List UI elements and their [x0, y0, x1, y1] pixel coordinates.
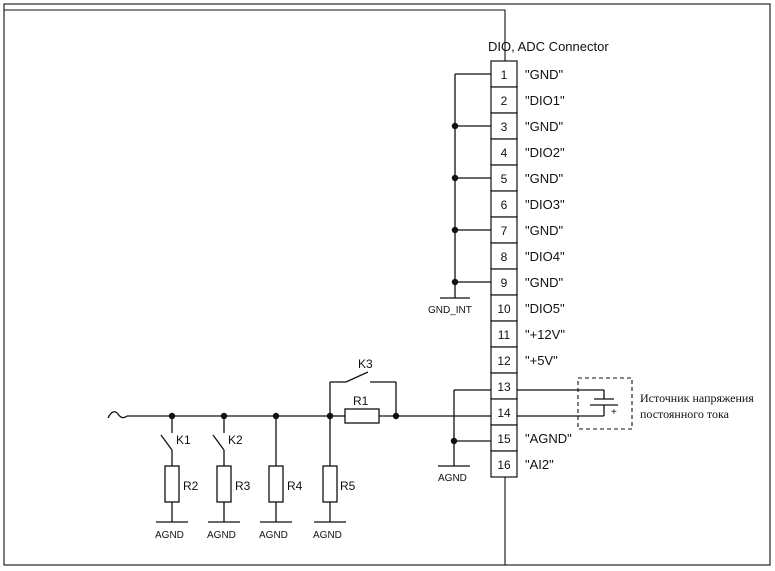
- device-enclosure: [4, 9, 506, 565]
- plus-sign: +: [611, 407, 617, 418]
- pin-number: 12: [497, 354, 511, 368]
- agnd-label: AGND: [207, 530, 236, 541]
- pin-label: "DIO4": [525, 249, 565, 264]
- input-bus: [107, 411, 491, 420]
- r3-label: R3: [235, 479, 251, 493]
- connector-pin: 12 "+5V": [490, 346, 558, 374]
- pin-number: 8: [501, 250, 508, 264]
- resistor-r1: R1: [330, 394, 396, 424]
- pin-number: 5: [501, 172, 508, 186]
- connector-pin: 5 "GND": [490, 164, 564, 192]
- pin-number: 7: [501, 224, 508, 238]
- pin-cell: [490, 320, 518, 348]
- gnd-bus: GND_INT: [428, 73, 491, 316]
- connector-pin: 9 "GND": [490, 268, 564, 296]
- pin-number: 11: [498, 328, 511, 342]
- connector-pins: 1 "GND" 2 "DIO1" 3 "GND" 4 "DIO2" 5 "GND" 6 "DIO3" 7…: [490, 60, 572, 478]
- r1-label: R1: [353, 394, 369, 408]
- dc-voltage-source: + Источник напряжения постоянного тока: [517, 377, 754, 430]
- agnd-link: AGND: [438, 389, 491, 484]
- connector-title: DIO, ADC Connector: [488, 39, 609, 54]
- pin-number: 4: [501, 146, 508, 160]
- pin-label: "DIO1": [525, 93, 565, 108]
- k2-label: K2: [228, 433, 243, 447]
- pin-label: "DIO2": [525, 145, 565, 160]
- pin-label: "GND": [525, 171, 564, 186]
- junction-dot: [450, 437, 458, 445]
- connector-pin: 8 "DIO4": [490, 242, 565, 270]
- k3-label: K3: [358, 357, 373, 371]
- break-symbol: [107, 411, 128, 419]
- connector-pin: 7 "GND": [490, 216, 564, 244]
- branch-r5: R5 AGND: [313, 416, 356, 541]
- pin-cell: [490, 294, 518, 322]
- pin-cell: [490, 346, 518, 374]
- pin-cell: [490, 190, 518, 218]
- connector-pin: 2 "DIO1": [490, 86, 565, 114]
- pin-cell: [490, 450, 518, 478]
- connector-pin: 6 "DIO3": [490, 190, 565, 218]
- pin-cell: [490, 242, 518, 270]
- connector-pin: 15 "AGND": [490, 424, 572, 452]
- source-label-line2: постоянного тока: [640, 407, 730, 421]
- pin-label: "GND": [525, 275, 564, 290]
- connector-pin: 14: [490, 398, 518, 426]
- connector-pin: 16 "AI2": [490, 450, 554, 478]
- connector-pin: 4 "DIO2": [490, 138, 565, 166]
- r5-label: R5: [340, 479, 356, 493]
- pin-number: 14: [497, 406, 511, 420]
- pin-number: 10: [497, 302, 511, 316]
- pin-label: "AI2": [525, 457, 554, 472]
- pin-number: 3: [501, 120, 508, 134]
- k1-label: K1: [176, 433, 191, 447]
- pin-number: 2: [501, 94, 508, 108]
- branch-k2-r3: K2 R3 AGND: [207, 416, 251, 541]
- gnd-int-label: GND_INT: [428, 305, 472, 316]
- pin-cell: [490, 138, 518, 166]
- agnd-label: AGND: [155, 530, 184, 541]
- pin-label: "AGND": [525, 431, 572, 446]
- pin-label: "GND": [525, 223, 564, 238]
- pin-label: "DIO3": [525, 197, 565, 212]
- pin-label: "+5V": [525, 353, 558, 368]
- pin-label: "GND": [525, 119, 564, 134]
- pin-label: "+12V": [525, 327, 565, 342]
- agnd-label: AGND: [438, 473, 467, 484]
- junction-dot: [451, 278, 459, 286]
- pin-number: 6: [501, 198, 508, 212]
- switch-k3: K3: [329, 357, 397, 416]
- agnd-label: AGND: [313, 530, 342, 541]
- junction-dot: [451, 174, 459, 182]
- junction-dot: [451, 122, 459, 130]
- junction-dot: [451, 226, 459, 234]
- connector-pin: 10 "DIO5": [490, 294, 565, 322]
- connector-pin: 13: [490, 372, 518, 400]
- r4-label: R4: [287, 479, 303, 493]
- branch-r4: R4 AGND: [259, 416, 303, 541]
- agnd-label: AGND: [259, 530, 288, 541]
- connector-pin: 3 "GND": [490, 112, 564, 140]
- pin-number: 16: [497, 458, 511, 472]
- r2-label: R2: [183, 479, 199, 493]
- pin-number: 13: [497, 380, 511, 394]
- connector-pin: 1 "GND": [490, 60, 564, 88]
- outer-frame: [3, 3, 771, 566]
- pin-number: 9: [501, 276, 508, 290]
- branch-k1-r2: K1 R2 AGND: [155, 416, 199, 541]
- connector-pin: 11 "+12V": [490, 320, 565, 348]
- pin-label: "GND": [525, 67, 564, 82]
- source-label-line1: Источник напряжения: [640, 391, 754, 405]
- pin-label: "DIO5": [525, 301, 565, 316]
- pin-number: 1: [501, 68, 508, 82]
- pin-number: 15: [497, 432, 511, 446]
